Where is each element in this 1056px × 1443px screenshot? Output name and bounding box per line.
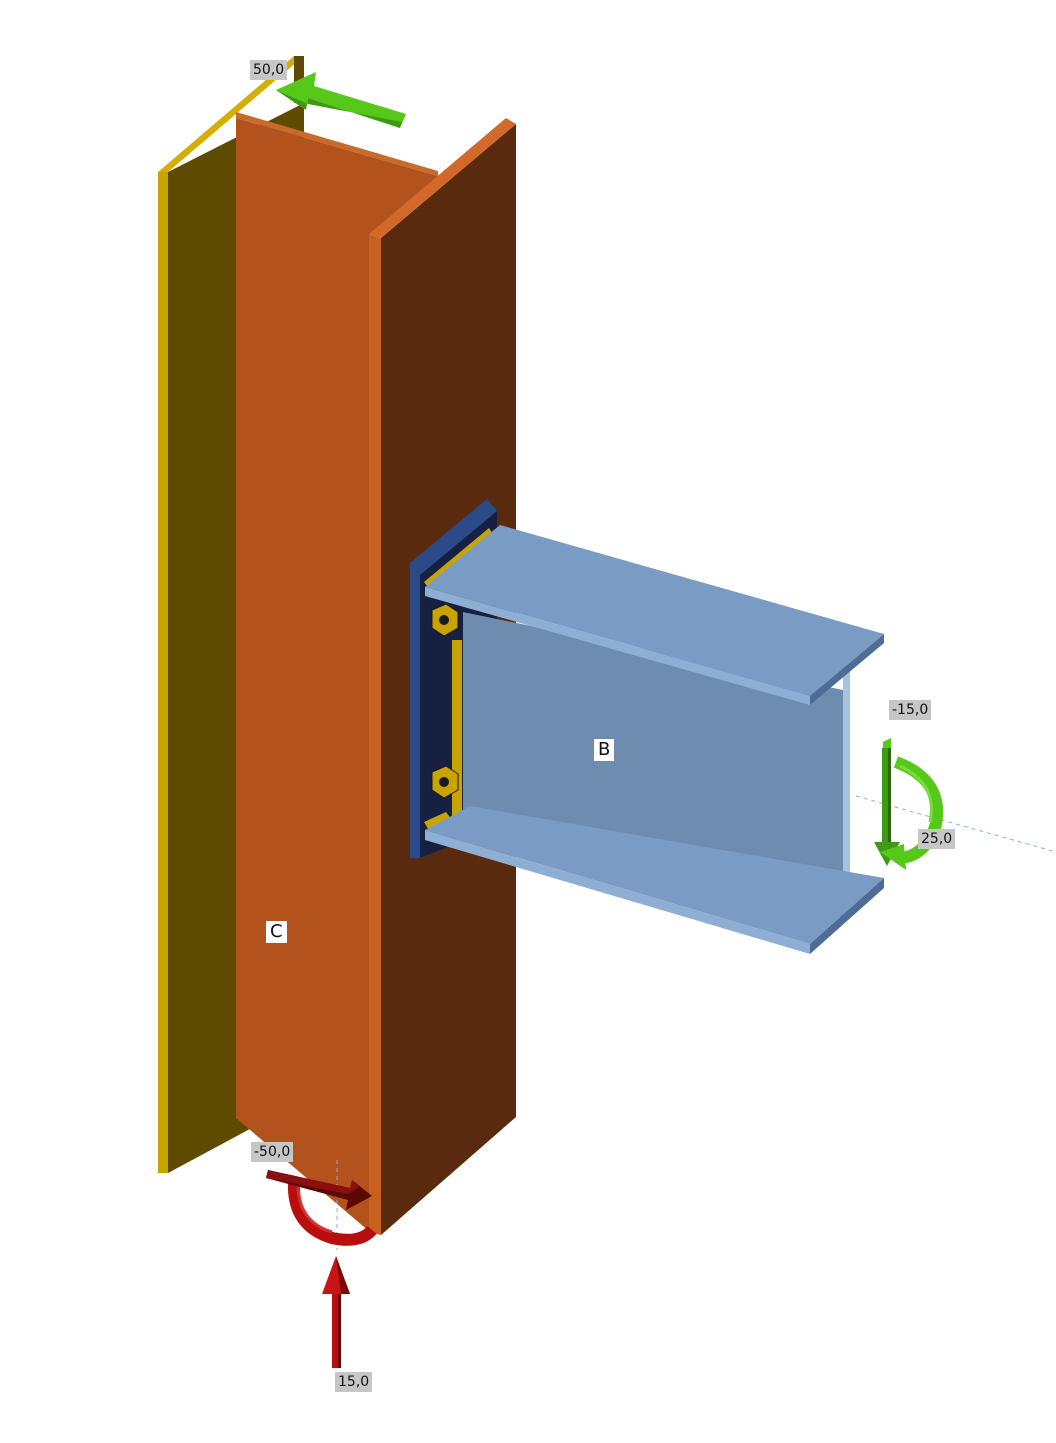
beam-top-flange-front bbox=[425, 587, 810, 705]
column-front-flange-edge bbox=[369, 234, 381, 1235]
bottom-moment-value: -50,0 bbox=[251, 1142, 294, 1162]
beam-moment-y-value: -15,0 bbox=[889, 700, 932, 720]
beam-bottom-flange-end bbox=[810, 878, 884, 954]
column-back-flange-top bbox=[158, 56, 304, 172]
beam-moment-z-value: 25,0 bbox=[918, 829, 956, 849]
bolt-upper-icon bbox=[431, 603, 459, 637]
beam-bottom-flange-front bbox=[425, 830, 810, 954]
beam-web-end bbox=[843, 670, 850, 920]
end-plate-top-edge bbox=[410, 499, 497, 575]
bottom-force-value: 15,0 bbox=[335, 1372, 373, 1392]
column-member[interactable] bbox=[158, 56, 516, 1235]
beam-moment-z-icon[interactable] bbox=[880, 756, 944, 870]
beam-bottom-flange bbox=[425, 806, 884, 944]
column-back-flange-edge bbox=[158, 172, 168, 1173]
beam-label: B bbox=[594, 739, 615, 761]
beam-top-flange-end bbox=[810, 634, 884, 705]
bottom-force-arrow-icon[interactable] bbox=[322, 1256, 350, 1368]
column-label: C bbox=[266, 921, 287, 943]
column-web-top-edge bbox=[236, 112, 438, 176]
bolt-lower-icon bbox=[431, 765, 459, 799]
top-force-arrow-icon[interactable] bbox=[276, 72, 406, 128]
top-force-value: 50,0 bbox=[250, 60, 288, 80]
end-plate-front-edge bbox=[410, 563, 420, 858]
beam-member[interactable] bbox=[425, 525, 884, 954]
beam-top-flange bbox=[425, 525, 884, 696]
column-front-flange-top bbox=[369, 118, 516, 238]
column-web bbox=[236, 118, 438, 1232]
bottom-moment-icon[interactable] bbox=[266, 1170, 377, 1246]
